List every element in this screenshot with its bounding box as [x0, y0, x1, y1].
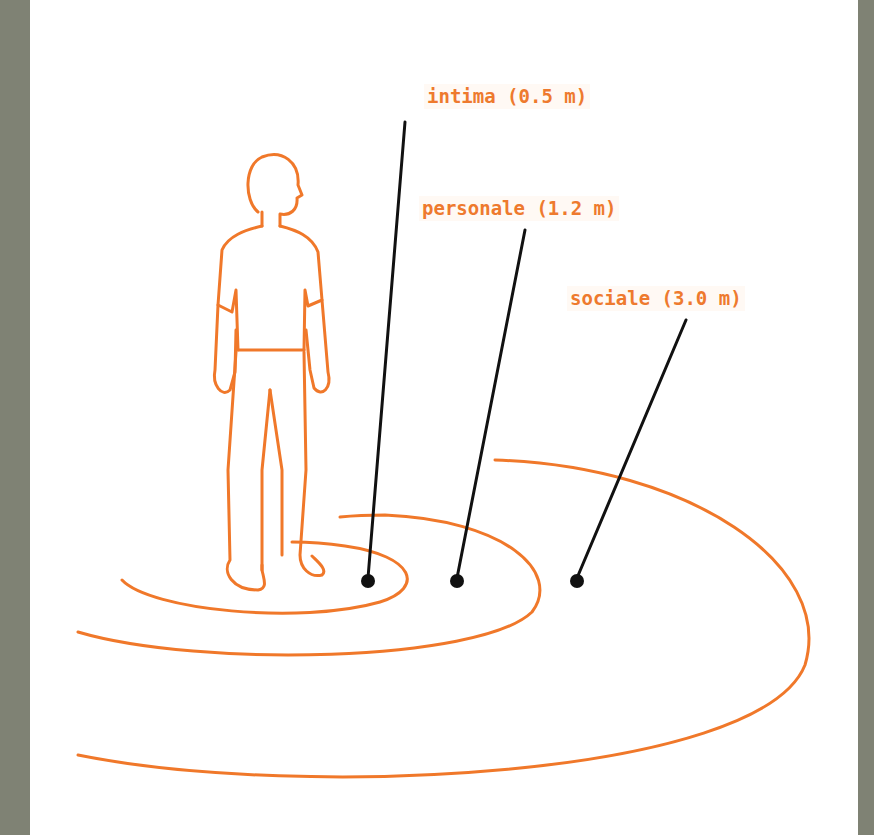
leader-line [457, 230, 525, 578]
leader-line [577, 320, 686, 578]
leader-dot [450, 574, 464, 588]
leader-dot [570, 574, 584, 588]
social-zone [78, 460, 809, 777]
zone-label: sociale (3.0 m) [567, 286, 745, 311]
zone-label: personale (1.2 m) [419, 196, 619, 221]
leader-dot [361, 574, 375, 588]
zone-label: intima (0.5 m) [424, 84, 590, 109]
leader-line [368, 122, 405, 578]
personal-zone [78, 515, 540, 655]
white-panel [30, 0, 858, 835]
person-figure [214, 155, 328, 590]
